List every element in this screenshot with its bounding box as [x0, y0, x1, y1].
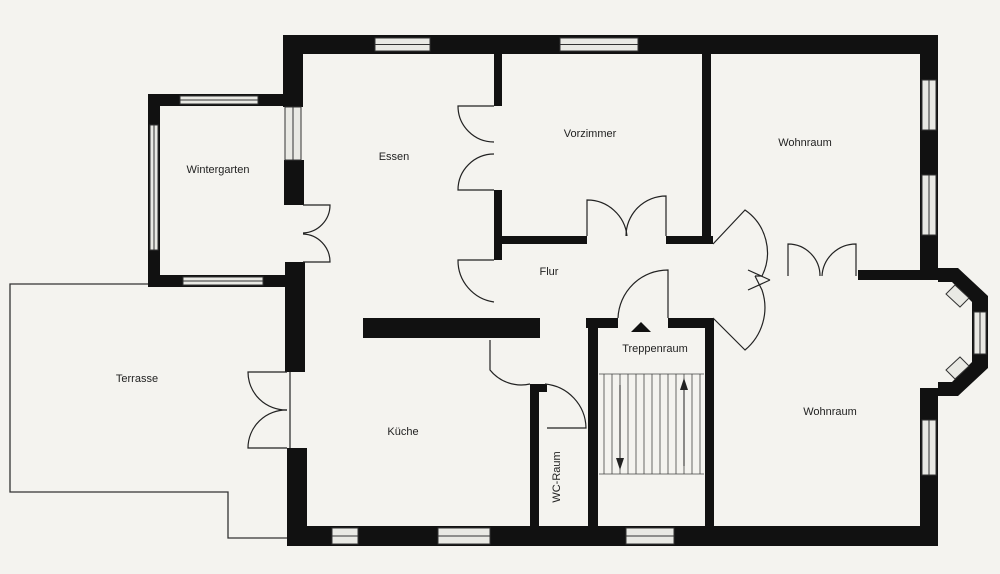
window-symbol-icon	[437, 527, 491, 545]
room-label-kueche: Küche	[387, 426, 418, 438]
window-symbol-icon	[149, 124, 159, 251]
door-swing-icon	[544, 383, 587, 429]
window-symbol-icon	[921, 419, 937, 476]
room-label-wohnraum-bottom: Wohnraum	[803, 406, 857, 418]
door-swing-icon	[457, 259, 495, 303]
room-label-flur: Flur	[540, 266, 559, 278]
wall-stair-west	[588, 318, 598, 526]
room-label-treppenraum: Treppenraum	[622, 343, 688, 355]
windows	[149, 37, 987, 545]
room-label-essen: Essen	[379, 151, 410, 163]
door-swing-icon	[787, 243, 857, 277]
wall-east-upper	[920, 35, 938, 275]
entrance-arrow-icon	[631, 322, 651, 332]
wall-vorzimmer-flur-right	[666, 236, 713, 244]
door-swing-icon	[302, 204, 331, 263]
window-symbol-icon	[284, 106, 302, 161]
door-swing-icon	[247, 371, 288, 449]
door-swing-icon	[712, 209, 771, 351]
wall-essen-vorzimmer-top	[494, 54, 502, 106]
wall-stair-east	[705, 318, 714, 526]
wall-bay-window	[938, 268, 988, 396]
wall-stair-north-right	[668, 318, 713, 328]
door-swing-icon	[617, 269, 669, 319]
wall-west-bottom	[287, 448, 307, 546]
wall-wc-west	[530, 384, 539, 526]
wall-vorzimmer-wohnraum	[702, 54, 711, 244]
stair-arrow-icon	[680, 378, 688, 390]
wall-stair-north-left	[586, 318, 618, 328]
wall-vorzimmer-flur-left	[494, 236, 587, 244]
room-label-vorzimmer: Vorzimmer	[564, 128, 617, 140]
wall-essen-vorzimmer-mid	[494, 190, 502, 260]
wall-kueche-north	[363, 318, 540, 338]
window-symbol-icon	[625, 527, 675, 545]
room-labels: Wintergarten Essen Vorzimmer Wohnraum Fl…	[116, 128, 857, 503]
room-label-wohnraum-top: Wohnraum	[778, 137, 832, 149]
staircase	[599, 322, 704, 475]
stair-arrow-icon	[616, 458, 624, 470]
window-symbol-icon	[374, 37, 431, 52]
window-symbol-icon	[973, 311, 987, 355]
window-symbol-icon	[179, 95, 259, 105]
wall-west-lower	[285, 262, 305, 372]
window-symbol-icon	[921, 174, 937, 236]
wall-west-mid	[284, 160, 304, 205]
window-symbol-icon	[331, 527, 359, 545]
wall-wc-jamb	[538, 384, 547, 392]
window-symbol-icon	[921, 79, 937, 131]
room-label-terrasse: Terrasse	[116, 373, 158, 385]
window-symbol-icon	[945, 284, 970, 308]
wall-wohnraum-split	[858, 270, 938, 280]
room-label-wintergarten: Wintergarten	[187, 164, 250, 176]
door-swing-icon	[586, 195, 667, 237]
door-swing-icon	[457, 105, 495, 191]
door-swing-icon	[489, 340, 531, 386]
wall-west-top	[283, 35, 303, 107]
window-symbol-icon	[182, 276, 264, 286]
doors	[247, 105, 857, 449]
wall-south	[287, 526, 938, 546]
interior-walls	[363, 54, 938, 526]
room-label-wc: WC-Raum	[551, 451, 563, 502]
window-symbol-icon	[559, 37, 639, 52]
window-symbol-icon	[945, 356, 970, 380]
